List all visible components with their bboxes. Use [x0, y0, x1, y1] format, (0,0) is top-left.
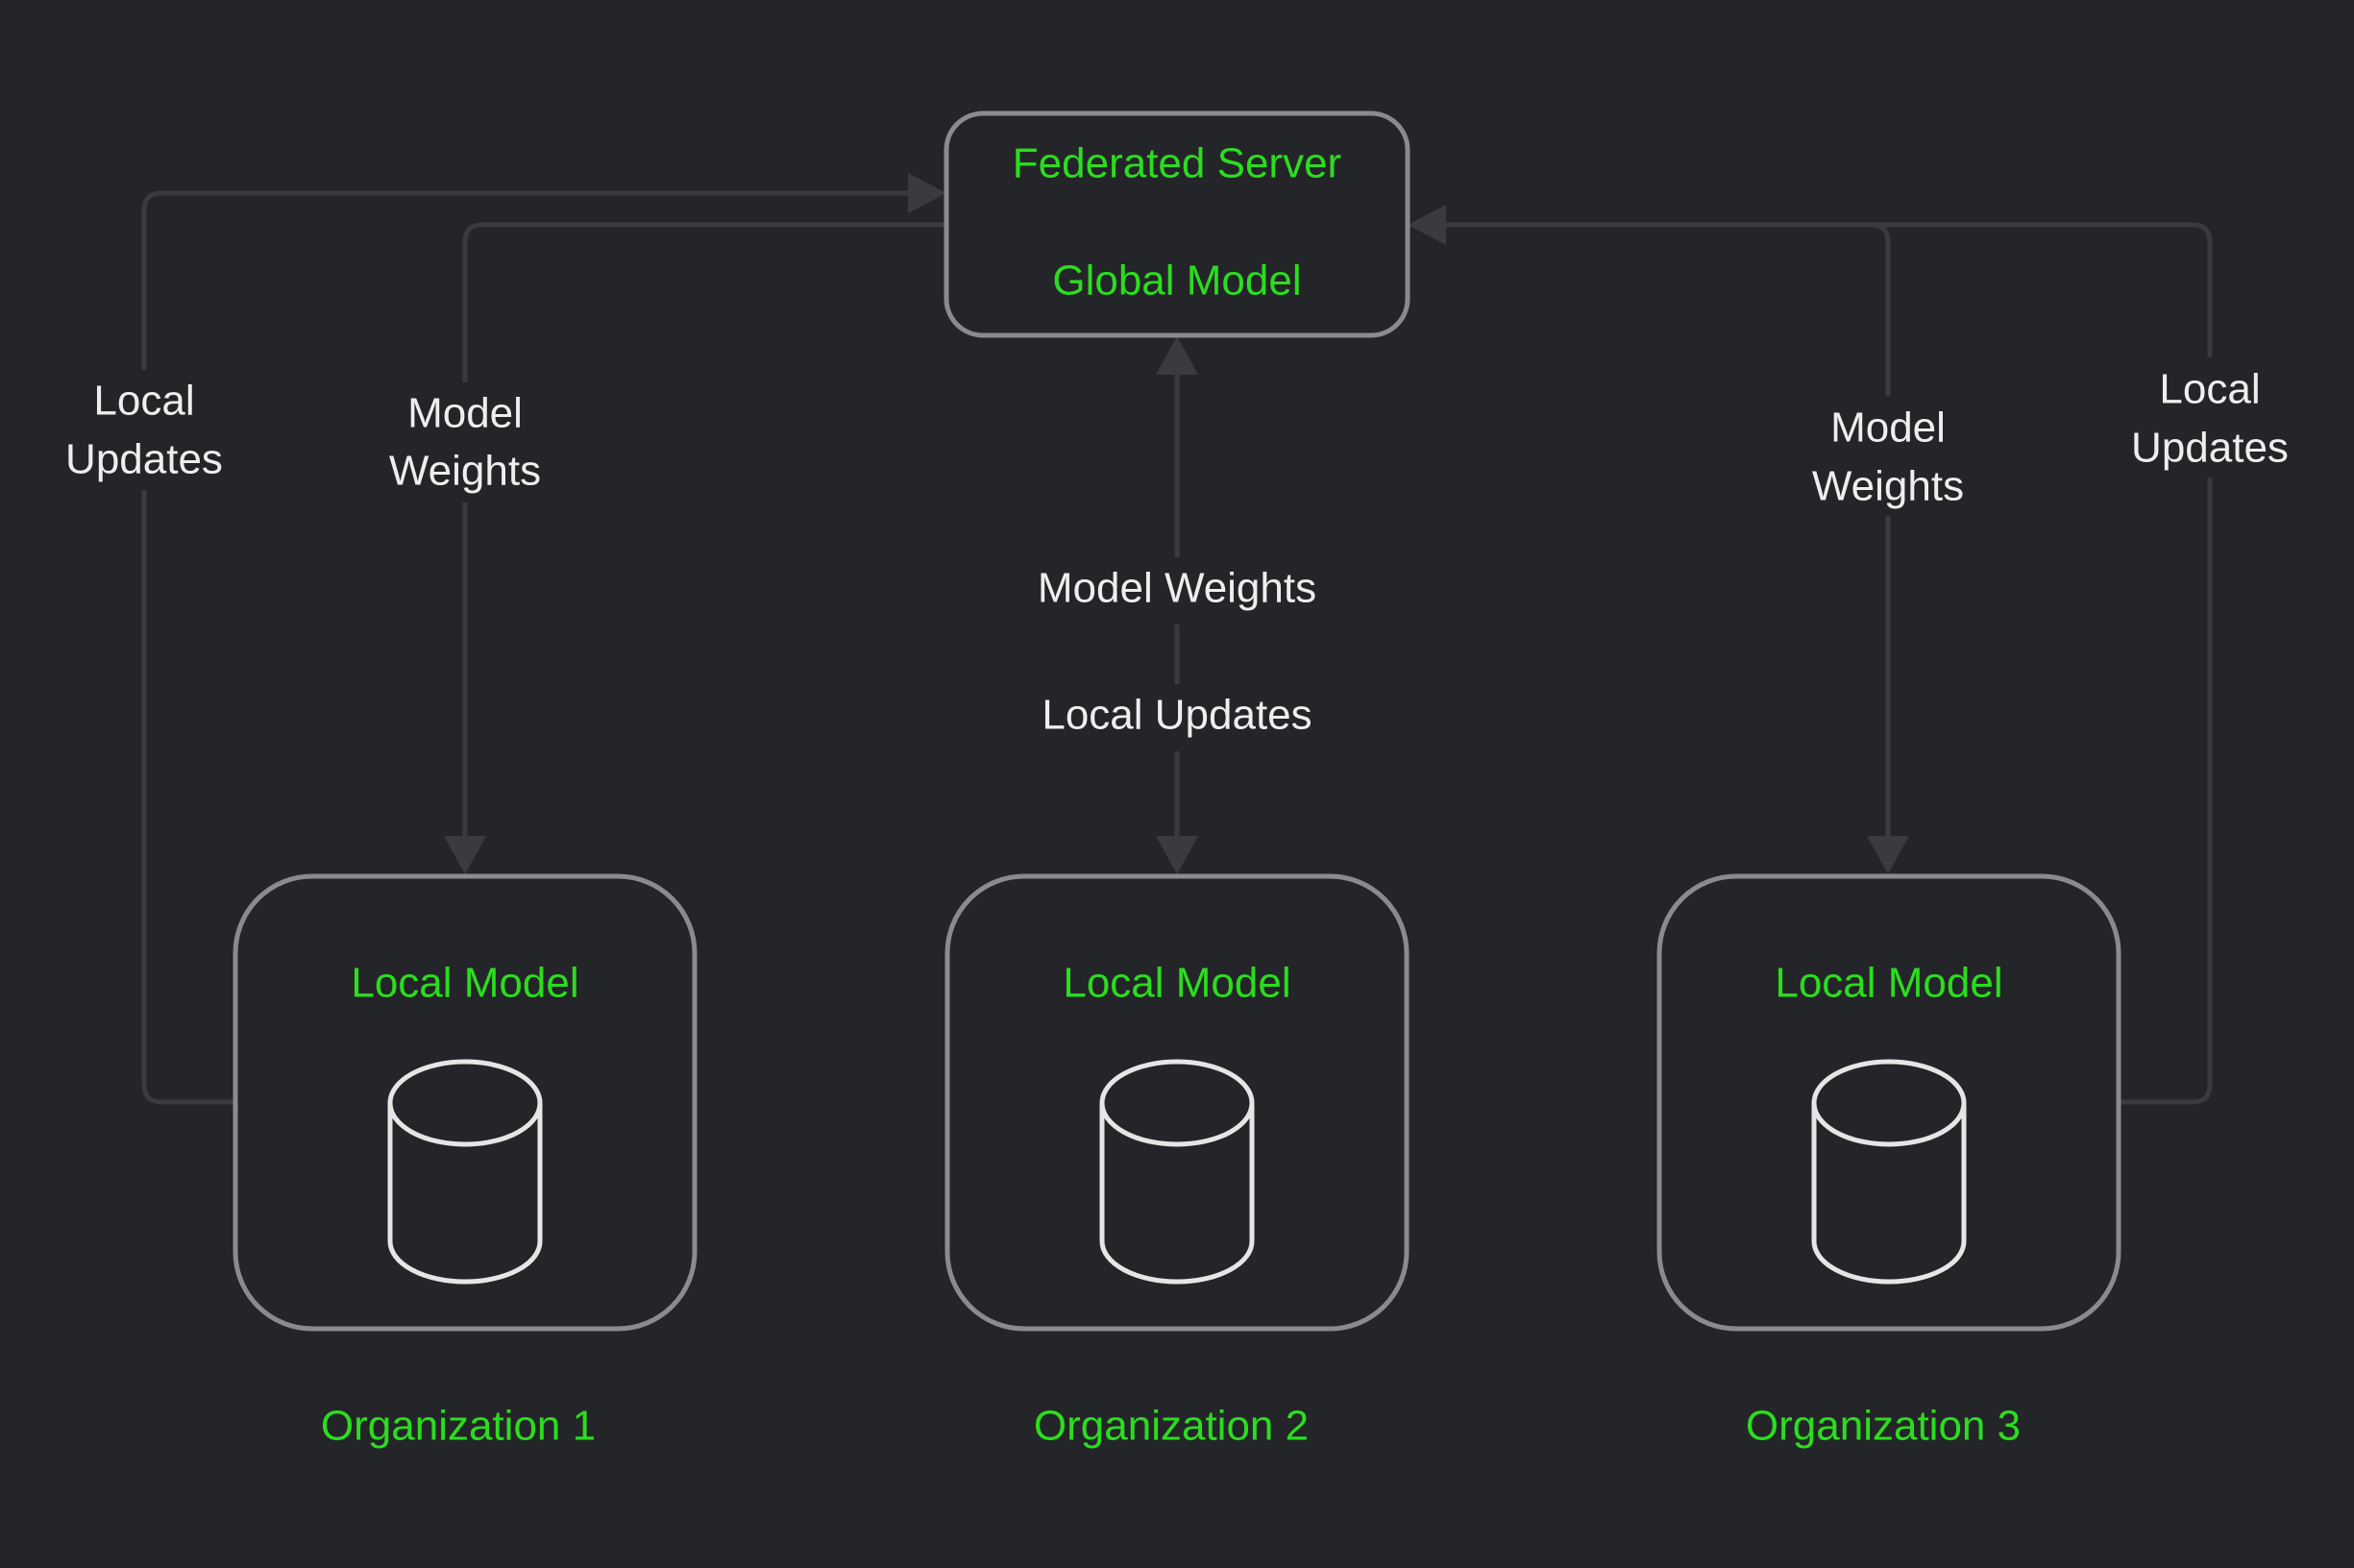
- edges: [141, 173, 2213, 1105]
- arrowhead-org1-updates: [908, 173, 946, 213]
- edge-org1-local-updates: [141, 190, 908, 1105]
- local-model-label: Local Model: [351, 960, 578, 1007]
- database-icon: [1099, 1059, 1255, 1285]
- arrowhead-org2-down: [1156, 836, 1198, 874]
- arrowhead-org3-weights: [1867, 836, 1909, 874]
- edge-label-org3-updates-line2: Updates: [2131, 425, 2289, 472]
- organization-name: Organization 2: [1034, 1403, 1309, 1450]
- edge-label-org2-updates: Local Updates: [1042, 692, 1312, 739]
- server-title: Federated Server: [1013, 140, 1341, 187]
- organization-name: Organization 1: [321, 1403, 596, 1450]
- organization-name: Organization 3: [1746, 1403, 2021, 1450]
- server-box: [944, 110, 1410, 338]
- server-subtitle: Global Model: [1052, 257, 1301, 305]
- local-model-box: [944, 873, 1410, 1332]
- edge-label-org1-weights-line1: Model: [407, 390, 523, 437]
- edge-label-org3-updates-line1: Local: [2159, 366, 2260, 413]
- edge-label-org1-updates-line2: Updates: [65, 436, 223, 483]
- edge-org1-model-weights: [462, 222, 946, 845]
- organization-node: Local Model Organization 3: [1656, 873, 2121, 1450]
- edge-label-org1-updates-line1: Local: [93, 378, 194, 425]
- server-node: Federated Server Global Model: [944, 110, 1410, 338]
- organization-node: Local Model Organization 1: [233, 873, 698, 1450]
- local-model-box: [233, 873, 698, 1332]
- edge-label-org2-weights: Model Weights: [1038, 565, 1316, 612]
- arrowhead-org1-weights: [444, 836, 486, 874]
- edge-label-org3-weights-line2: Weights: [1812, 463, 1964, 510]
- local-model-label: Local Model: [1063, 960, 1290, 1007]
- arrowhead-org2-up: [1156, 336, 1198, 375]
- local-model-box: [1656, 873, 2121, 1332]
- database-icon: [387, 1059, 543, 1285]
- edge-labels: Local Updates Model Weights Model Weight…: [48, 357, 2306, 751]
- edge-org3-model-weights: [1870, 222, 1891, 845]
- edge-label-org3-weights-line1: Model: [1830, 404, 1946, 452]
- edge-label-org1-weights-line2: Weights: [389, 448, 541, 495]
- arrowhead-org3-updates: [1408, 205, 1446, 245]
- database-icon: [1811, 1059, 1967, 1285]
- organization-node: Local Model Organization 2: [944, 873, 1410, 1450]
- edge-org3-local-updates: [1446, 222, 2213, 1105]
- local-model-label: Local Model: [1775, 960, 2002, 1007]
